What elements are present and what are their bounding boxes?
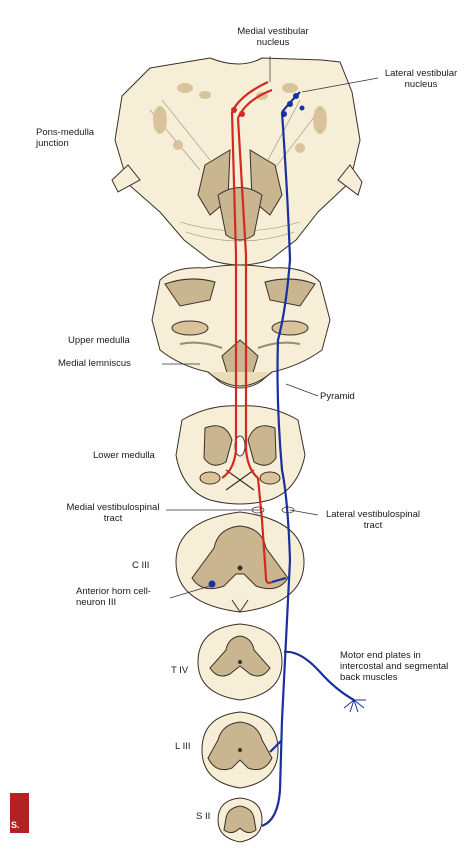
medial-nucleus-cells [231, 107, 245, 117]
lateral-vestibulospinal-line-1: Lateral vestibulospinal [325, 509, 420, 520]
lower-medulla-label: Lower medulla [93, 450, 155, 461]
l-iii-label: L III [175, 741, 191, 752]
anterior-horn-cell-line-2: neuron III [76, 597, 117, 608]
upper-medulla-label: Upper medulla [68, 335, 130, 346]
t-iv-section [197, 623, 283, 701]
c-iii-section [175, 511, 305, 613]
pons-medulla-junction-line-1: Pons-medulla [36, 127, 95, 138]
lower-medulla-section [175, 405, 306, 505]
medial-vestibulospinal-line-1: Medial vestibulospinal [66, 502, 160, 513]
l-iii-section [201, 711, 279, 789]
anterior-horn-cell-label: Anterior horn cell- neuron III [76, 586, 151, 608]
pons-medulla-junction-line-2: junction [36, 138, 69, 149]
anterior-horn-neuron [208, 580, 216, 588]
corner-badge: S. [10, 793, 29, 833]
medial-vestibular-nucleus-line-2: nucleus [256, 37, 290, 48]
s-ii-section [217, 797, 263, 843]
motor-end-plates-label: Motor end plates in intercostal and segm… [340, 650, 448, 683]
lateral-nucleus-cells [281, 93, 305, 117]
pyramid-label: Pyramid [320, 391, 355, 402]
lateral-vestibular-nucleus-line-1: Lateral vestibular [384, 68, 458, 79]
t-iv-label: T IV [171, 665, 189, 676]
corner-badge-text: S. [11, 820, 20, 830]
lateral-vestibulospinal-tract [261, 91, 355, 828]
lateral-vestibulospinal-tract-label: Lateral vestibulospinal tract [318, 509, 428, 531]
motor-end-plates-line-3: back muscles [340, 672, 398, 683]
motor-end-plates-line-2: intercostal and segmental [340, 661, 449, 672]
s-ii-label: S II [196, 811, 211, 822]
medial-vestibular-nucleus-label: Medial vestibular nucleus [228, 26, 318, 48]
motor-end-plates-line-1: Motor end plates in [340, 650, 421, 661]
medial-vestibular-nucleus-line-1: Medial vestibular [237, 26, 309, 37]
lateral-vestibulospinal-line-2: tract [363, 520, 383, 531]
motor-end-plates [343, 699, 366, 713]
pons-medulla-section [111, 57, 363, 266]
pons-medulla-junction-label: Pons-medulla junction [36, 127, 94, 149]
anterior-horn-cell-line-1: Anterior horn cell- [76, 586, 151, 597]
medial-vestibulospinal-tract [221, 81, 273, 584]
leader-lines [162, 56, 379, 599]
medial-lemniscus-label: Medial lemniscus [58, 358, 131, 369]
medial-vestibulospinal-tract-label: Medial vestibulospinal tract [58, 502, 168, 524]
lateral-vestibular-nucleus-label: Lateral vestibular nucleus [376, 68, 466, 90]
upper-medulla-section [151, 264, 331, 389]
lateral-vestibular-nucleus-line-2: nucleus [404, 79, 438, 90]
c-iii-label: C III [132, 560, 150, 571]
medial-vestibulospinal-line-2: tract [103, 513, 123, 524]
